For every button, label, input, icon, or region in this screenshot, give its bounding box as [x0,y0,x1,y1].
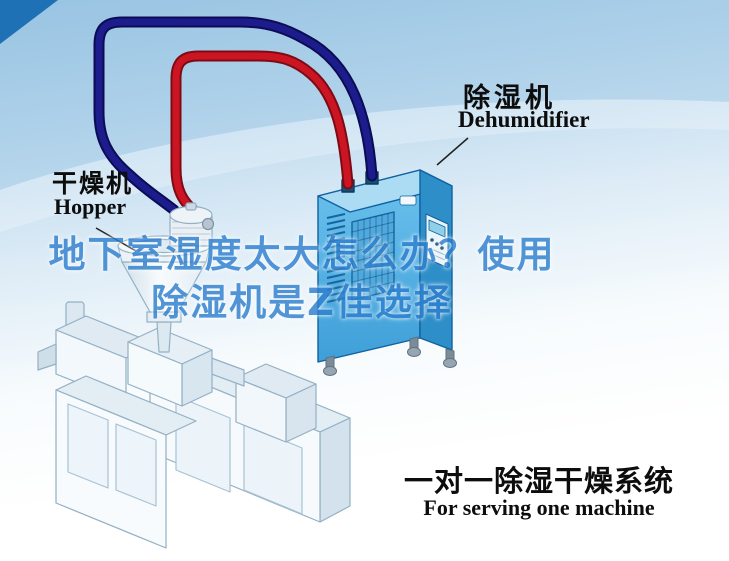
watermark-line2: 除湿机是Z佳选择 [151,281,453,324]
hose-fitting-icon [201,217,215,231]
extruder-illustration [37,301,351,549]
hopper-pointer-line [95,227,137,252]
watermark-line1: 地下室湿度太大怎么办？使用 [48,233,556,276]
brand-badge-icon [399,195,417,206]
caption-en: For serving one machine [423,495,655,520]
dehumidifier-pointer-line [436,137,469,166]
corner-fold-icon [0,0,58,44]
control-panel-icon [425,213,449,269]
dehumidifier-label-zh: 除湿机 [463,83,556,114]
hopper-label-en: Hopper [54,194,127,219]
caption-zh: 一对一除湿干燥系统 [403,464,674,498]
red-pipe [172,52,352,225]
hopper-label-zh: 干燥机 [52,169,134,198]
air-grid-icon [351,211,395,301]
hopper-illustration [117,202,215,353]
blue-pipe [95,18,376,214]
dehumidifier-label-en: Dehumidifier [458,107,590,132]
vent-slots-icon [326,213,346,303]
pointer-lines [95,137,469,252]
